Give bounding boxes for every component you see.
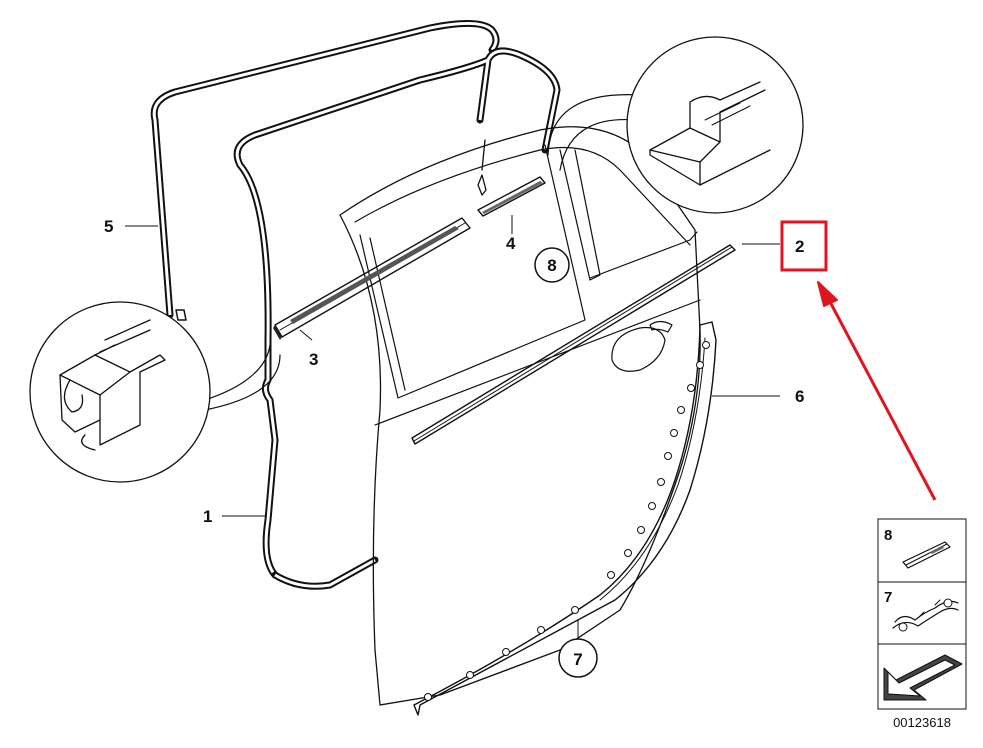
detail-bubble-upper — [547, 36, 804, 214]
part-1-door-seal — [233, 47, 561, 590]
seal-clips — [424, 341, 710, 701]
legend-pointer-icon — [883, 654, 963, 701]
callout-5: 5 — [104, 217, 113, 236]
callout-6: 6 — [795, 387, 804, 406]
document-number: 00123618 — [893, 715, 951, 730]
part-4-small-strip — [477, 176, 546, 217]
part-3-window-strip-inner — [273, 217, 471, 340]
callout-7: 7 — [573, 650, 582, 669]
leader-lines — [125, 215, 780, 640]
callout-3: 3 — [309, 350, 318, 369]
legend-7-clips-icon — [892, 598, 959, 632]
legend-8-label: 8 — [884, 527, 892, 544]
callout-2: 2 — [795, 237, 804, 256]
part-2-window-strip-outer — [411, 244, 736, 445]
callout-7-circle: 7 — [558, 638, 598, 678]
highlight-part-2: 2 — [780, 220, 828, 272]
part-5-outer-seal — [150, 19, 500, 321]
detail-bubble-left — [29, 301, 281, 483]
callout-8: 8 — [547, 256, 556, 275]
legend-7-label: 7 — [884, 589, 892, 606]
legend-8-strip-icon — [902, 541, 951, 569]
part-6-lower-seal — [413, 321, 717, 716]
legend-box: 8 7 — [877, 518, 967, 710]
callout-8-circle: 8 — [534, 247, 570, 283]
callout-4: 4 — [506, 234, 516, 253]
red-arrow — [817, 281, 937, 501]
door-panel — [339, 126, 701, 706]
callout-1: 1 — [203, 507, 212, 526]
